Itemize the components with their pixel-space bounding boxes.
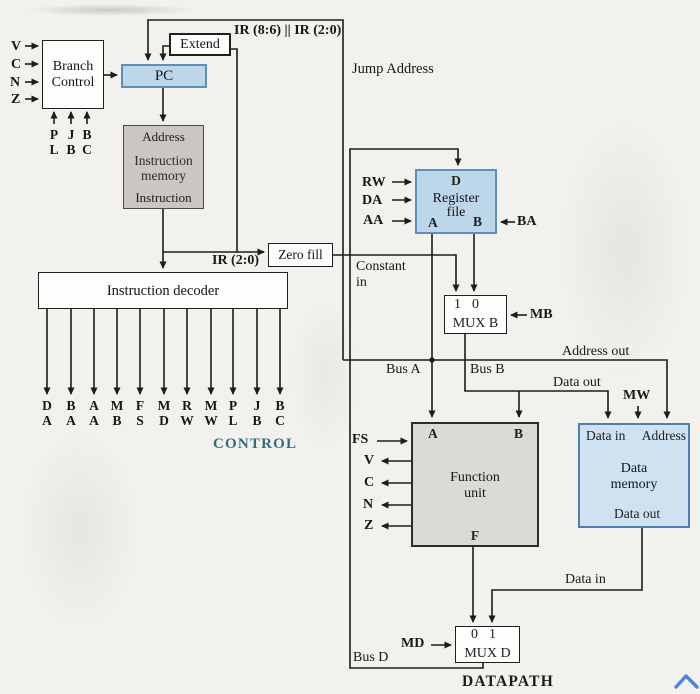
rf-label-line2: file	[446, 205, 466, 220]
branch-control-label-line1: Branch	[52, 58, 94, 74]
branch-control-block: Branch Control	[42, 40, 104, 109]
ba-label: BA	[517, 214, 537, 229]
rf-d-port: D	[451, 173, 461, 188]
rf-a-port: A	[428, 215, 438, 230]
wire-extend-to-pc	[159, 45, 170, 61]
pc-block: PC	[121, 64, 207, 88]
da-label: DA	[362, 193, 383, 208]
fu-status-c: C	[364, 475, 375, 490]
fu-b-port: B	[513, 426, 523, 441]
extend-block: Extend	[169, 33, 231, 56]
dmem-data-in-port: Data in	[586, 428, 626, 443]
scroll-up-chevron-icon[interactable]	[674, 674, 699, 689]
aa-label: AA	[363, 213, 384, 228]
imem-address-port: Address	[142, 129, 185, 144]
wire-data-in	[488, 528, 643, 623]
constant-in-label-line1: Constant	[356, 259, 406, 274]
bus-b-label: Bus B	[470, 362, 505, 377]
mux-b-block: 1 0 MUX B	[444, 295, 507, 334]
mux-b-input-1: 1	[454, 297, 461, 312]
fu-label-line2: unit	[464, 485, 486, 501]
extend-label: Extend	[180, 36, 220, 52]
zero-fill-label: Zero fill	[278, 247, 323, 262]
mb-label: MB	[530, 307, 553, 322]
rf-label-line1: Register	[432, 191, 480, 206]
control-section-label: CONTROL	[213, 436, 298, 452]
address-out-label: Address out	[562, 344, 630, 359]
fu-status-v: V	[364, 453, 375, 468]
ir-concat-label: IR (8:6) || IR (2:0)	[234, 23, 342, 38]
wire-jump-address	[144, 19, 344, 360]
data-out-label: Data out	[553, 375, 601, 390]
fs-label: FS	[352, 432, 369, 447]
rw-label: RW	[362, 175, 386, 190]
rf-b-port: B	[472, 214, 482, 229]
status-input-v: V	[11, 39, 22, 54]
data-in-label: Data in	[565, 572, 606, 587]
zero-fill-block: Zero fill	[268, 243, 333, 267]
imem-label-line1: Instruction	[134, 153, 193, 168]
bus-d-label: Bus D	[353, 650, 389, 665]
fu-a-port: A	[428, 426, 438, 441]
dmem-address-port: Address	[641, 428, 686, 443]
mw-label: MW	[623, 388, 651, 403]
function-unit-block: A B Function unit F	[411, 422, 539, 547]
mux-d-input-0: 0	[471, 627, 478, 642]
imem-label-line2: memory	[141, 168, 186, 183]
dmem-label-line2: memory	[610, 477, 658, 492]
constant-in-label-line2: in	[356, 275, 367, 290]
fu-label-line1: Function	[450, 469, 500, 485]
imem-instruction-port: Instruction	[135, 190, 192, 205]
fu-status-n: N	[363, 497, 374, 512]
dmem-label-line1: Data	[620, 461, 648, 476]
junction-bus-a	[429, 357, 435, 363]
register-file-block: D Register file A B	[415, 169, 497, 234]
bus-a-label: Bus A	[386, 362, 421, 377]
mux-b-input-0: 0	[472, 297, 479, 312]
datapath-section-label: DATAPATH	[462, 673, 554, 690]
dmem-data-out-port: Data out	[614, 506, 661, 521]
branch-control-label-line2: Control	[51, 74, 95, 90]
wire-constant-in	[333, 254, 460, 292]
md-label: MD	[401, 636, 425, 651]
status-input-n: N	[10, 75, 21, 90]
fu-f-port: F	[470, 528, 480, 543]
wire-ir-to-extend	[231, 48, 238, 252]
instruction-memory-block: Address Instruction memory Instruction	[123, 125, 204, 209]
wire-bus-b	[464, 334, 612, 419]
data-memory-block: Data in Address Data memory Data out	[578, 423, 690, 528]
mux-d-input-1: 1	[489, 627, 496, 642]
mux-d-label: MUX D	[464, 646, 511, 661]
instruction-decoder-label: Instruction decoder	[106, 282, 220, 299]
status-input-c: C	[11, 57, 22, 72]
fu-status-z: Z	[364, 518, 374, 533]
mux-d-block: 0 1 MUX D	[455, 626, 520, 663]
status-input-z: Z	[11, 92, 21, 107]
pc-label: PC	[154, 68, 174, 84]
instruction-decoder-block: Instruction decoder	[38, 272, 288, 309]
jump-address-label: Jump Address	[352, 61, 434, 77]
ir20-label: IR (2:0)	[212, 253, 260, 268]
mux-b-label: MUX B	[452, 316, 499, 331]
